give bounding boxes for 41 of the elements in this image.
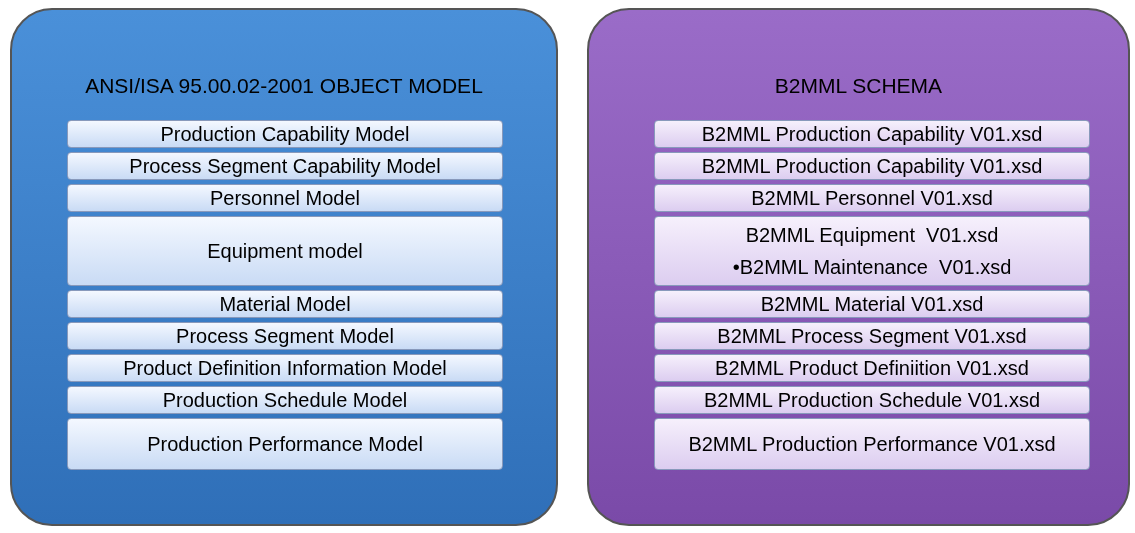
box-label: B2MML Product Definiition V01.xsd: [715, 356, 1029, 380]
box-label: B2MML Personnel V01.xsd: [751, 186, 993, 210]
box-label: B2MML Production Performance V01.xsd: [688, 432, 1056, 456]
box-label: B2MML Production Capability V01.xsd: [701, 122, 1043, 146]
box-label: •B2MML Maintenance V01.xsd: [732, 255, 1012, 280]
model-box: [67, 354, 503, 382]
box-label: Production Capability Model: [160, 122, 410, 146]
model-box: [654, 386, 1090, 414]
model-box: [654, 120, 1090, 148]
model-box: [67, 216, 503, 286]
model-box: [67, 120, 503, 148]
box-label: Personnel Model: [209, 186, 361, 210]
box-label: Equipment model: [207, 239, 363, 263]
model-box: [67, 418, 503, 470]
model-box: [654, 418, 1090, 470]
model-box: [67, 290, 503, 318]
box-label: Process Segment Capability Model: [129, 154, 441, 178]
model-box: [67, 184, 503, 212]
box-label: B2MML Production Schedule V01.xsd: [703, 388, 1041, 412]
box-label: B2MML Material V01.xsd: [760, 292, 984, 316]
box-label: Material Model: [219, 292, 351, 316]
box-label: Process Segment Model: [176, 324, 394, 348]
panel-title: B2MML SCHEMA: [773, 74, 944, 98]
model-box: [654, 152, 1090, 180]
model-box: [67, 322, 503, 350]
model-box: [67, 386, 503, 414]
model-box: [654, 322, 1090, 350]
model-box: [654, 184, 1090, 212]
box-label: B2MML Process Segment V01.xsd: [717, 324, 1027, 348]
model-box: [654, 216, 1090, 286]
model-box: [654, 354, 1090, 382]
panel-title: ANSI/ISA 95.00.02-2001 OBJECT MODEL: [84, 74, 484, 98]
box-label: B2MML Equipment V01.xsd: [745, 223, 999, 248]
model-box: [654, 290, 1090, 318]
box-label: Product Definition Information Model: [123, 356, 447, 380]
box-label: Production Performance Model: [147, 432, 423, 456]
box-label: Production Schedule Model: [162, 388, 408, 412]
box-label: B2MML Production Capability V01.xsd: [701, 154, 1043, 178]
model-box: [67, 152, 503, 180]
group-panel: [587, 8, 1130, 526]
group-panel: [10, 8, 558, 526]
